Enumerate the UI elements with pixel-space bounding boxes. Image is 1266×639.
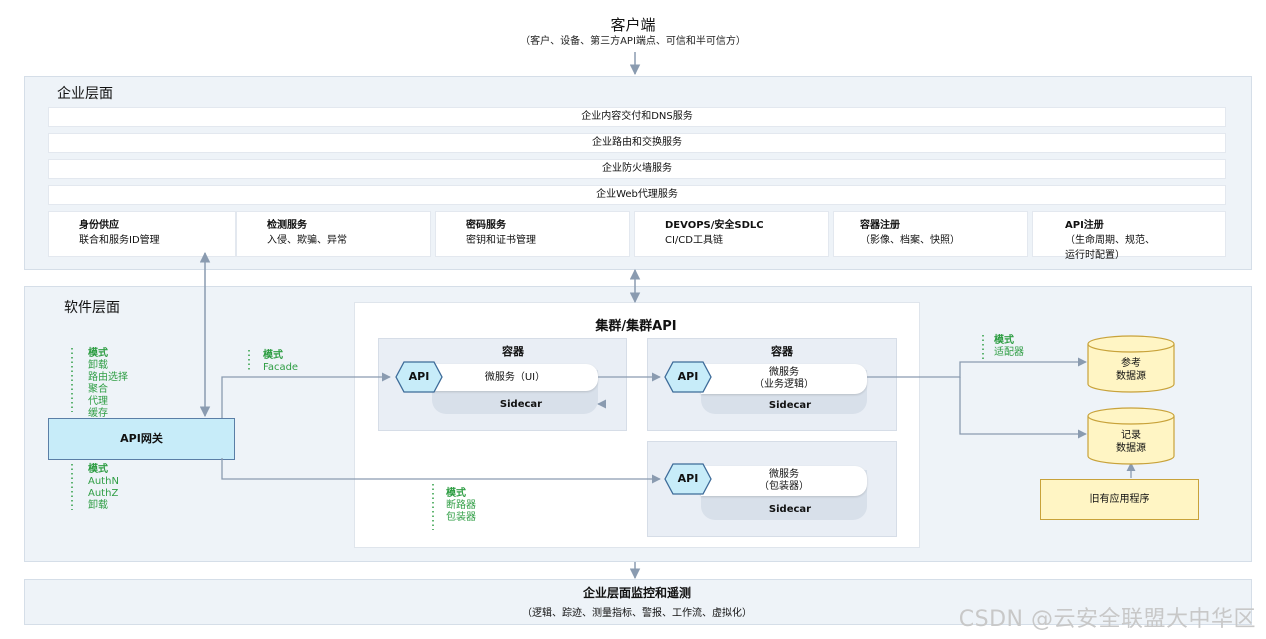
pattern-item: AuthN bbox=[88, 476, 119, 487]
service-devops: DEVOPS/安全SDLC CI/CD工具链 bbox=[634, 211, 829, 257]
client-title: 客户端 bbox=[610, 16, 656, 34]
legacy-application: 旧有应用程序 bbox=[1040, 479, 1199, 520]
container-1-title: 容器 bbox=[502, 345, 524, 358]
service-title: 容器注册 bbox=[860, 220, 900, 231]
pattern-item: 路由选择 bbox=[88, 372, 128, 383]
client-subtitle: （客户、设备、第三方API端点、可信和半可信方） bbox=[520, 36, 746, 47]
service-sub-2: 运行时配置） bbox=[1065, 250, 1125, 261]
sidecar-2-label: Sidecar bbox=[768, 400, 812, 411]
pattern-item: 代理 bbox=[88, 396, 108, 407]
microservice-business-line2: （业务逻辑） bbox=[754, 379, 814, 390]
pattern-item: AuthZ bbox=[88, 488, 119, 499]
service-title: 密码服务 bbox=[466, 220, 506, 231]
software-title: 软件层面 bbox=[64, 300, 120, 316]
microservice-business: 微服务 （业务逻辑） bbox=[701, 364, 867, 394]
sidecar-1-label: Sidecar bbox=[499, 399, 543, 410]
microservice-business-line1: 微服务 bbox=[769, 367, 799, 378]
pattern-head: 模式 bbox=[88, 464, 108, 475]
microservice-wrapper: 微服务 （包装器） bbox=[701, 466, 867, 496]
service-sub: （影像、档案、快照） bbox=[860, 235, 960, 246]
enterprise-bar-firewall: 企业防火墙服务 bbox=[48, 159, 1226, 179]
enterprise-bar-proxy: 企业Web代理服务 bbox=[48, 185, 1226, 205]
microservice-wrapper-line2: （包装器） bbox=[759, 481, 809, 492]
monitoring-band bbox=[24, 579, 1252, 625]
pattern-item: 缓存 bbox=[88, 408, 108, 419]
microservice-ui: 微服务（UI） bbox=[432, 364, 598, 391]
api-label-3: API bbox=[677, 472, 699, 485]
service-detection: 检测服务 入侵、欺骗、异常 bbox=[236, 211, 431, 257]
db-line: 参考 bbox=[1121, 358, 1141, 369]
db-line: 记录 bbox=[1121, 430, 1141, 441]
service-title: 身份供应 bbox=[79, 220, 119, 231]
microservice-ui-label: 微服务（UI） bbox=[484, 372, 546, 383]
service-sub: 联合和服务ID管理 bbox=[79, 235, 160, 246]
pattern-head: 模式 bbox=[994, 335, 1014, 346]
pattern-item: 适配器 bbox=[994, 347, 1024, 358]
api-label-2: API bbox=[677, 370, 699, 383]
service-crypto: 密码服务 密钥和证书管理 bbox=[435, 211, 630, 257]
service-sub: 密钥和证书管理 bbox=[466, 235, 536, 246]
pattern-item: 包装器 bbox=[446, 512, 476, 523]
container-2-title: 容器 bbox=[771, 345, 793, 358]
enterprise-title: 企业层面 bbox=[57, 86, 113, 102]
service-title: 检测服务 bbox=[267, 220, 307, 231]
monitoring-subtitle: （逻辑、踪迹、测量指标、警报、工作流、虚拟化） bbox=[522, 608, 752, 619]
microservice-wrapper-line1: 微服务 bbox=[769, 469, 799, 480]
enterprise-bar-routing: 企业路由和交换服务 bbox=[48, 133, 1226, 153]
pattern-head: 模式 bbox=[446, 488, 466, 499]
pattern-facade: 模式 Facade bbox=[263, 350, 298, 374]
pattern-circuit-breaker: 模式 断路器 包装器 bbox=[446, 488, 476, 524]
pattern-gateway-bottom: 模式 AuthN AuthZ 卸载 bbox=[88, 464, 119, 512]
service-sub: CI/CD工具链 bbox=[665, 235, 723, 246]
monitoring-title: 企业层面监控和遥测 bbox=[582, 586, 691, 600]
pattern-head: 模式 bbox=[88, 348, 108, 359]
pattern-item: 聚合 bbox=[88, 384, 108, 395]
cluster-title: 集群/集群API bbox=[595, 319, 677, 334]
service-sub: （生命周期、规范、 bbox=[1065, 235, 1155, 246]
pattern-adapter: 模式 适配器 bbox=[994, 335, 1024, 359]
api-label-1: API bbox=[408, 370, 430, 383]
sidecar-3-label: Sidecar bbox=[768, 504, 812, 515]
db-line: 数据源 bbox=[1116, 443, 1146, 454]
pattern-head: 模式 bbox=[263, 350, 283, 361]
enterprise-bar-cdn: 企业内容交付和DNS服务 bbox=[48, 107, 1226, 127]
database-log-label: 记录 数据源 bbox=[1088, 429, 1174, 455]
service-identity: 身份供应 联合和服务ID管理 bbox=[48, 211, 236, 257]
pattern-item: 卸载 bbox=[88, 360, 108, 371]
db-line: 数据源 bbox=[1116, 371, 1146, 382]
service-api-registry: API注册 （生命周期、规范、 运行时配置） bbox=[1032, 211, 1226, 261]
service-container-registry: 容器注册 （影像、档案、快照） bbox=[833, 211, 1028, 257]
api-gateway: API网关 bbox=[48, 418, 235, 460]
pattern-gateway-top: 模式 卸载 路由选择 聚合 代理 缓存 bbox=[88, 348, 128, 420]
service-sub: 入侵、欺骗、异常 bbox=[267, 235, 347, 246]
watermark: CSDN @云安全联盟大中华区 bbox=[958, 607, 1256, 632]
database-reference-label: 参考 数据源 bbox=[1088, 357, 1174, 383]
pattern-item: 断路器 bbox=[446, 500, 476, 511]
pattern-item: Facade bbox=[263, 362, 299, 373]
service-title: DEVOPS/安全SDLC bbox=[665, 220, 764, 231]
service-title: API注册 bbox=[1065, 220, 1104, 231]
pattern-item: 卸载 bbox=[88, 500, 108, 511]
